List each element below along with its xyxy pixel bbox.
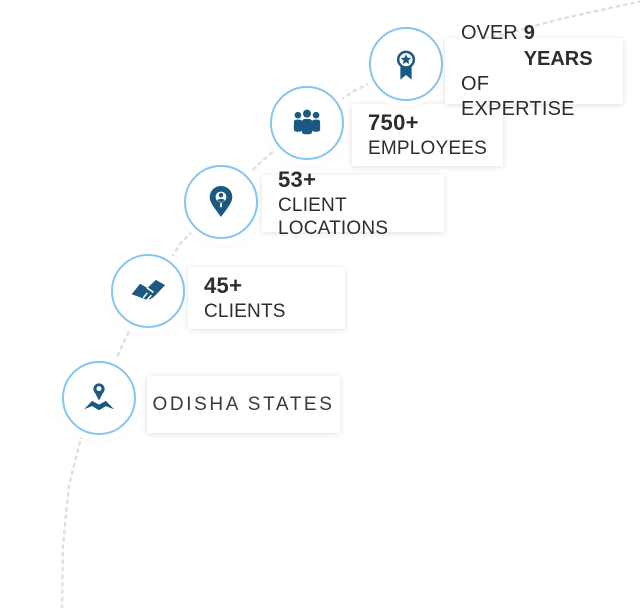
person-pin-icon	[209, 185, 233, 217]
stat-number: 45+	[204, 273, 243, 299]
label-box-expertise: OVER 9 YEARS OF EXPERTISE	[445, 22, 623, 120]
stat-number: 750+	[368, 110, 419, 136]
stat-line: OVER 9 YEARS	[461, 20, 607, 72]
stat-label: OF EXPERTISE	[461, 73, 575, 120]
stat-label: ODISHA STATES	[152, 393, 335, 415]
label-box-locations: 53+ CLIENT LOCATIONS	[262, 167, 444, 239]
stat-prefix: OVER	[461, 22, 518, 44]
award-medal-icon	[396, 50, 416, 80]
label-box-clients: 45+ CLIENTS	[188, 267, 345, 329]
handshake-icon	[131, 279, 166, 301]
stat-number: 9 YEARS	[523, 22, 593, 70]
milestone-circle-locations	[184, 165, 258, 239]
milestone-circle-odisha	[62, 361, 136, 435]
stat-number: 53+	[278, 167, 317, 192]
label-box-odisha: ODISHA STATES	[147, 376, 340, 433]
people-group-icon	[293, 109, 321, 135]
stat-label: CLIENTS	[204, 300, 286, 322]
map-location-icon	[84, 383, 114, 411]
milestone-circle-clients	[111, 254, 185, 328]
milestone-circle-employees	[270, 86, 344, 160]
stat-label: CLIENT LOCATIONS	[278, 194, 389, 240]
label-box-employees: 750+ EMPLOYEES	[352, 104, 503, 166]
milestone-circle-expertise	[369, 27, 443, 101]
stat-label: EMPLOYEES	[368, 137, 488, 159]
